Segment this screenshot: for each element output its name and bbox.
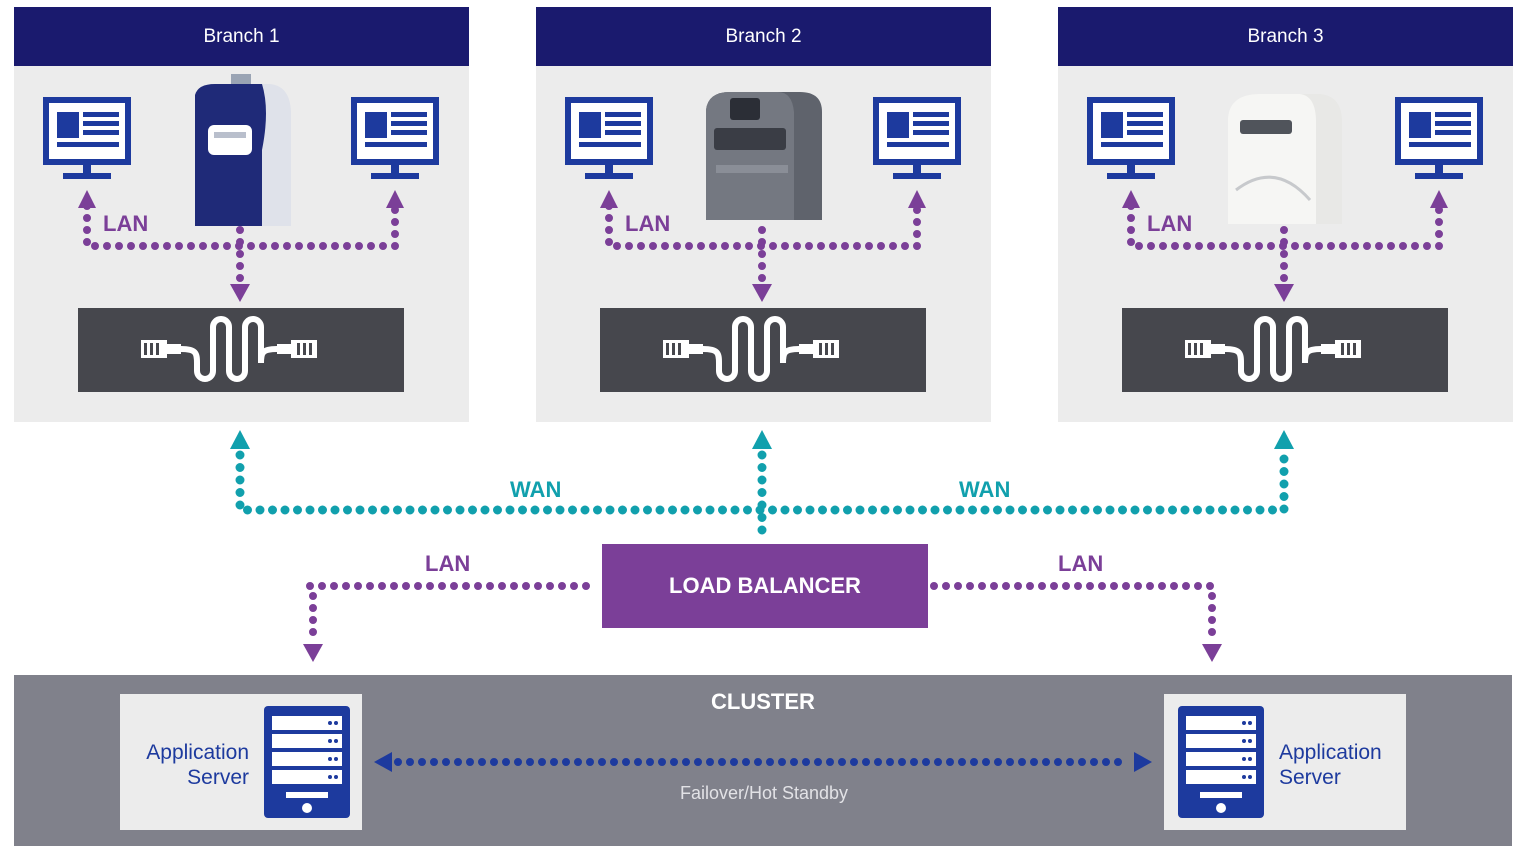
network-cable-icon (663, 319, 839, 379)
banknote-counter-icon (706, 92, 822, 220)
lb-lan-label-right: LAN (1058, 551, 1104, 576)
server-icon (264, 706, 350, 818)
server-label-left: Application Server (146, 741, 249, 789)
wan-label-left: WAN (510, 477, 562, 502)
lan-label: LAN (625, 211, 671, 236)
branch-title: Branch 2 (536, 7, 991, 66)
monitor-icon (43, 97, 131, 179)
monitor-icon (1395, 97, 1483, 179)
failover-label: Failover/Hot Standby (679, 783, 849, 803)
load-balancer: LOAD BALANCER (602, 544, 928, 628)
lan-label: LAN (1147, 211, 1193, 236)
network-cable-icon (1185, 319, 1361, 379)
network-cable-icon (141, 319, 317, 379)
cluster-title: CLUSTER (711, 689, 815, 714)
wan-label-right: WAN (959, 477, 1011, 502)
server-label-right: Application Server (1279, 741, 1382, 789)
branch-title: Branch 1 (14, 7, 469, 66)
server-icon (1178, 706, 1264, 818)
monitor-icon (351, 97, 439, 179)
monitor-icon (565, 97, 653, 179)
failover-link (374, 752, 1152, 772)
monitor-icon (873, 97, 961, 179)
lan-arrow-icons (78, 190, 1448, 662)
branch-title: Branch 3 (1058, 7, 1513, 66)
banknote-counter-icon (1228, 94, 1342, 224)
wan-arrow-icons (230, 430, 1294, 449)
lb-lan-label-left: LAN (425, 551, 471, 576)
wan-links (235, 450, 1289, 547)
banknote-counter-icon (195, 74, 291, 226)
lan-label: LAN (103, 211, 149, 236)
monitor-icon (1087, 97, 1175, 179)
branch-lan-links (83, 202, 1443, 644)
